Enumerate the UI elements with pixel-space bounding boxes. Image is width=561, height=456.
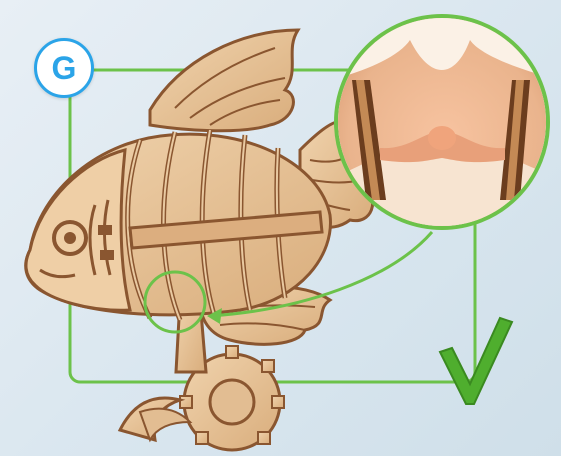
step-letter: G <box>52 52 77 84</box>
step-badge: G <box>34 38 94 98</box>
